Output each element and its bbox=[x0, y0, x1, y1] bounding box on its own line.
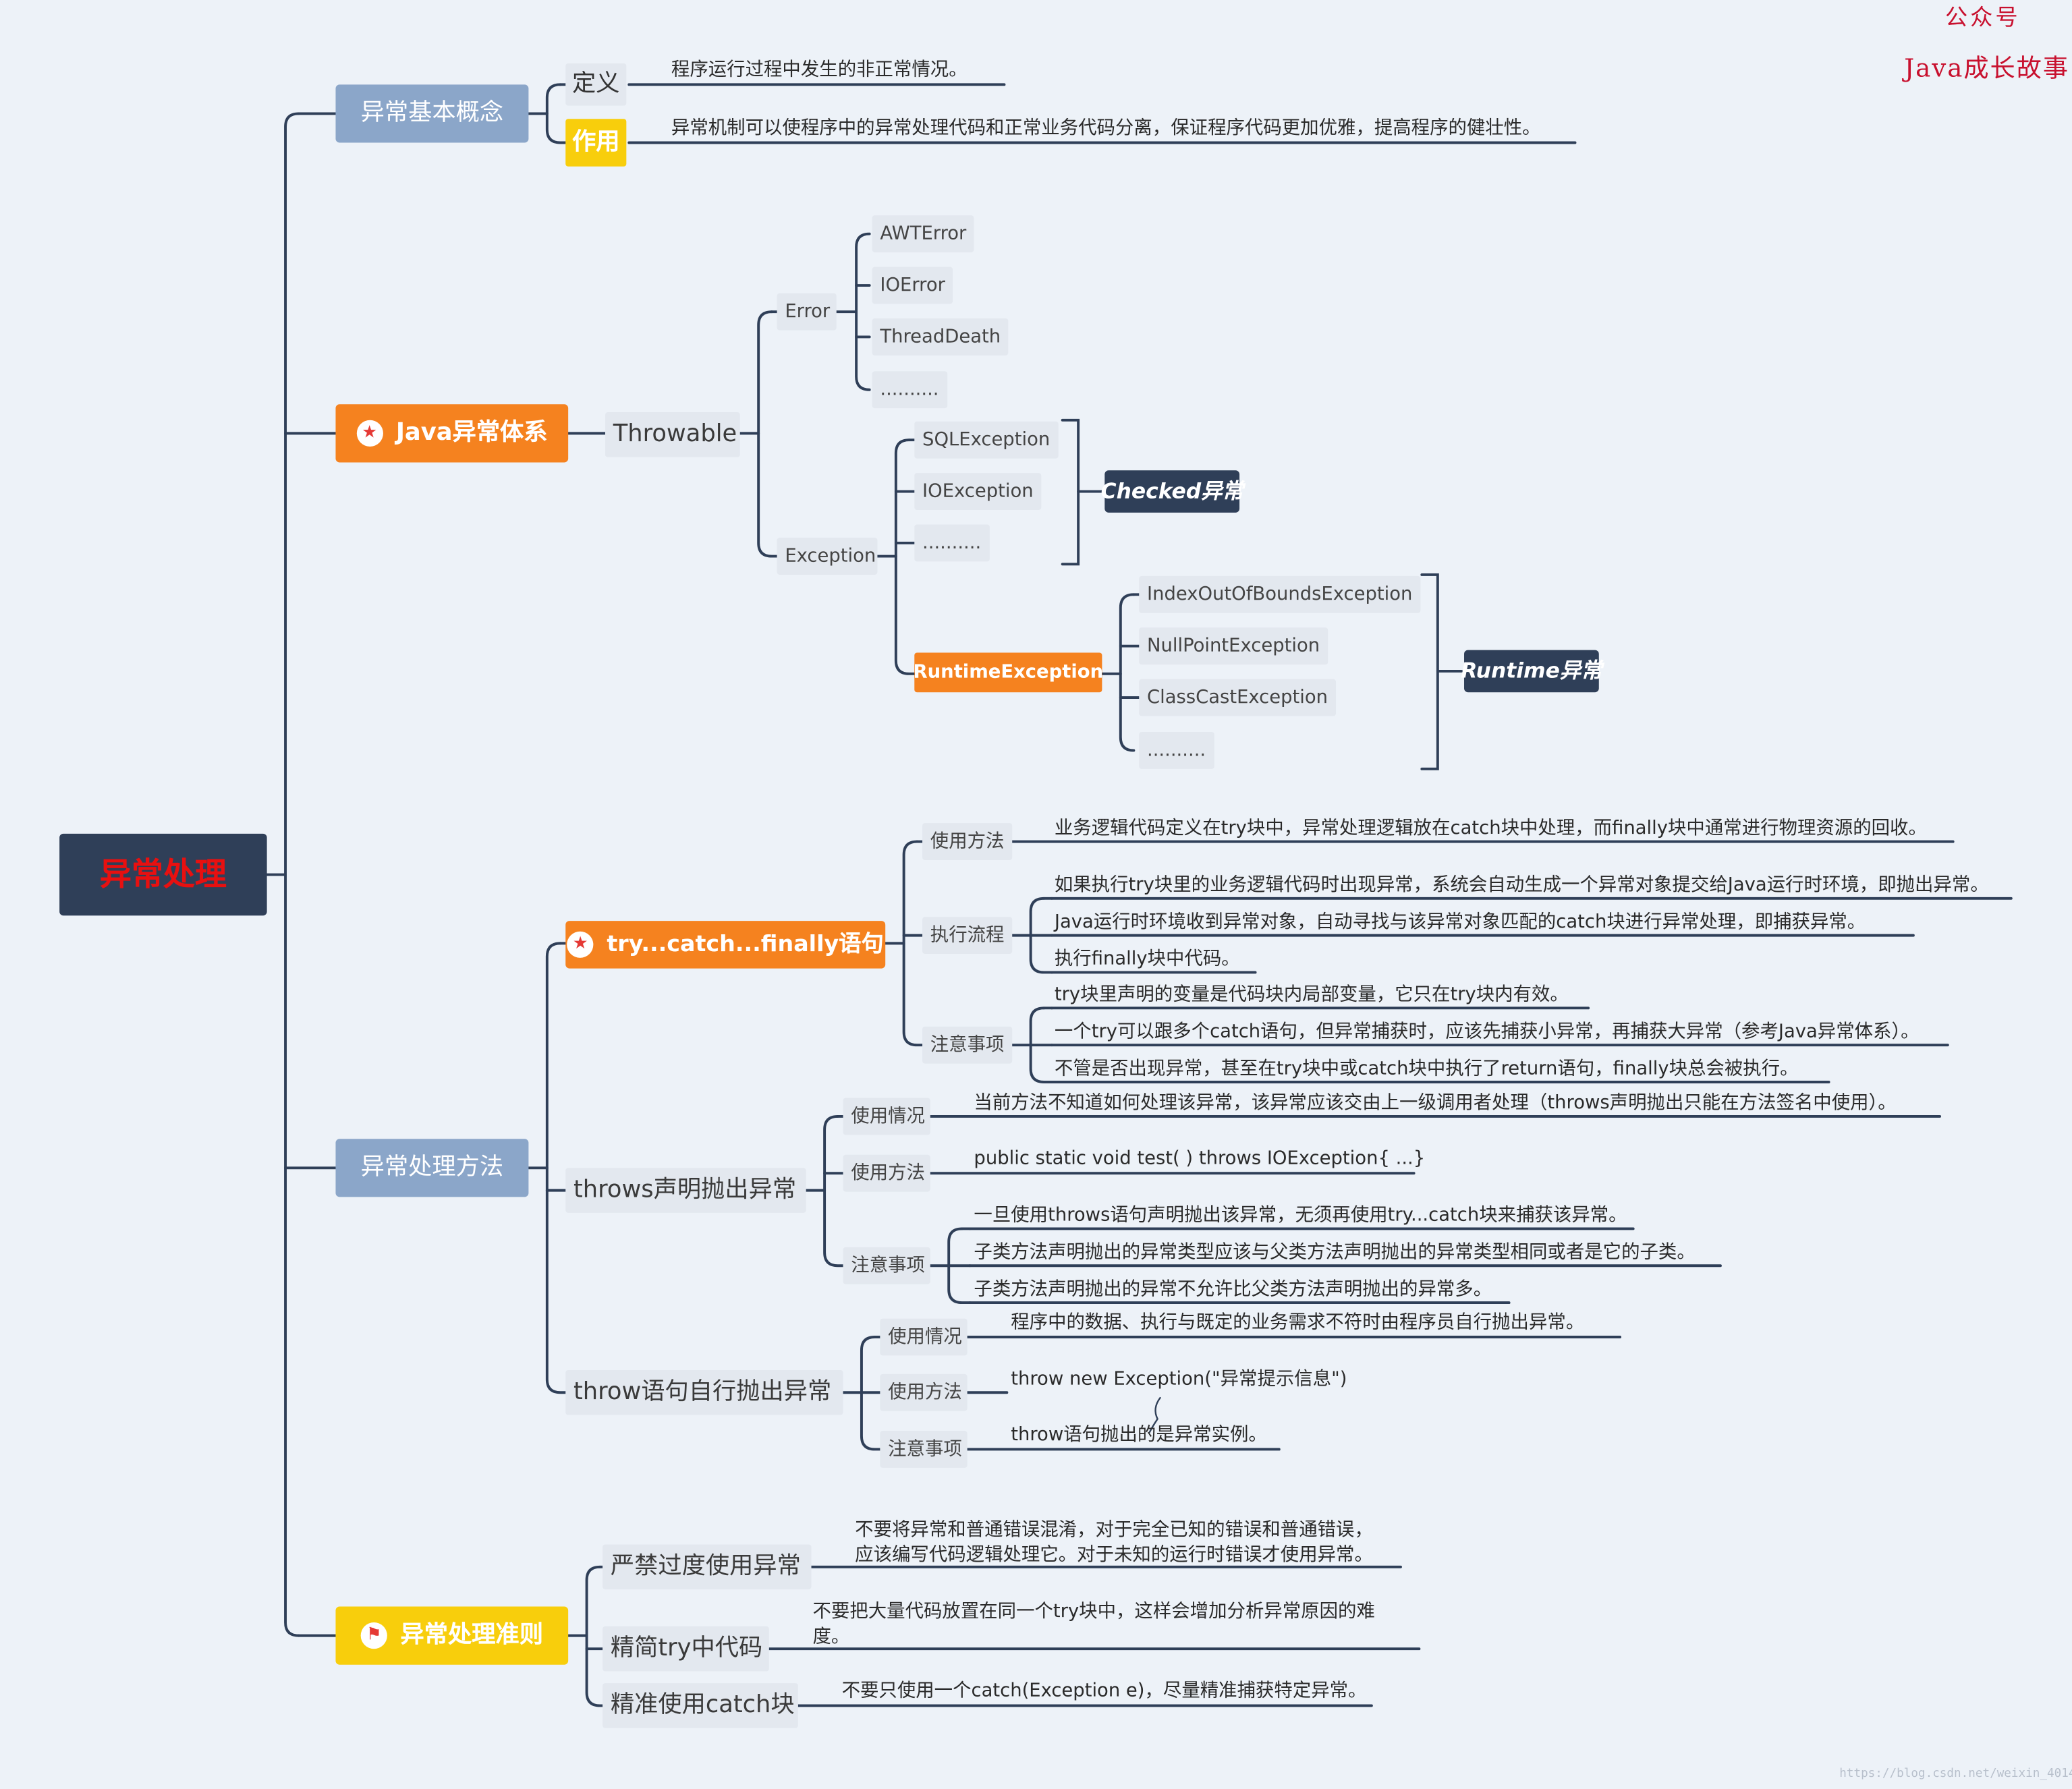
try-usage-label[interactable]: 使用方法 bbox=[922, 823, 1013, 860]
throw-when-label[interactable]: 使用情况 bbox=[880, 1318, 968, 1356]
star-icon: ★ bbox=[567, 931, 594, 958]
throw-notes-text: throw语句抛出的是异常实例。 bbox=[1011, 1424, 1267, 1446]
try-flow-text: Java运行时环境收到异常对象，自动寻找与该异常对象匹配的catch块进行异常处… bbox=[1054, 911, 1866, 933]
node-java-exception-system[interactable]: ★ Java异常体系 bbox=[335, 404, 569, 463]
try-notes-text: 一个try可以跟多个catch语句，但异常捕获时，应该先捕获小异常，再捕获大异常… bbox=[1054, 1021, 1920, 1043]
node-runtime-exception[interactable]: RuntimeException bbox=[914, 652, 1103, 693]
try-flow-label[interactable]: 执行流程 bbox=[922, 917, 1013, 955]
rule-text: 不要只使用一个catch(Exception e)，尽量精准捕获特定异常。 bbox=[841, 1680, 1367, 1702]
label-runtime-exception[interactable]: Runtime异常 bbox=[1461, 650, 1602, 693]
throw-usage-label[interactable]: 使用方法 bbox=[880, 1373, 968, 1411]
rule-node[interactable]: 精准使用catch块 bbox=[603, 1683, 798, 1728]
throws-usage-text: public static void test( ) throws IOExce… bbox=[974, 1147, 1426, 1170]
badge-purpose[interactable]: 作用 bbox=[565, 119, 627, 167]
root-node[interactable]: 异常处理 bbox=[59, 833, 267, 916]
throws-when-text: 当前方法不知道如何处理该异常，该异常应该交由上一级调用者处理（throws声明抛… bbox=[974, 1092, 1897, 1114]
rule-text: 不要将异常和普通错误混淆，对于完全已知的错误和普通错误，应该编写代码逻辑处理它。… bbox=[855, 1519, 1373, 1566]
try-notes-label[interactable]: 注意事项 bbox=[922, 1026, 1013, 1064]
badge-definition[interactable]: 定义 bbox=[565, 63, 627, 106]
node-handling-rules[interactable]: ⚑ 异常处理准则 bbox=[335, 1606, 569, 1665]
checked-item[interactable]: IOException bbox=[914, 473, 1042, 510]
node-basic-concepts[interactable]: 异常基本概念 bbox=[335, 84, 529, 143]
error-item[interactable]: IOError bbox=[872, 266, 953, 304]
runtime-item[interactable]: .......... bbox=[1139, 732, 1214, 769]
watermark-line1: 公众号 bbox=[1944, 5, 2021, 32]
checked-item[interactable]: SQLException bbox=[914, 421, 1058, 459]
throws-notes-text: 子类方法声明抛出的异常不允许比父类方法声明抛出的异常多。 bbox=[974, 1278, 1492, 1301]
node-handling-methods[interactable]: 异常处理方法 bbox=[335, 1139, 529, 1197]
runtime-item[interactable]: IndexOutOfBoundsException bbox=[1139, 575, 1421, 613]
rule-node[interactable]: 严禁过度使用异常 bbox=[603, 1544, 812, 1590]
runtime-item[interactable]: ClassCastException bbox=[1139, 679, 1336, 716]
flag-icon: ⚑ bbox=[360, 1622, 387, 1649]
checked-item[interactable]: .......... bbox=[914, 524, 989, 562]
try-flow-text: 如果执行try块里的业务逻辑代码时出现异常，系统会自动生成一个异常对象提交给Ja… bbox=[1054, 874, 1989, 896]
node-exception[interactable]: Exception bbox=[777, 538, 878, 575]
error-item[interactable]: AWTError bbox=[872, 215, 975, 253]
throws-notes-text: 一旦使用throws语句声明抛出该异常，无须再使用try...catch块来捕获… bbox=[974, 1205, 1627, 1226]
node-java-exception-system-label: Java异常体系 bbox=[395, 419, 548, 447]
throws-notes-label[interactable]: 注意事项 bbox=[843, 1247, 930, 1284]
runtime-item[interactable]: NullPointException bbox=[1139, 627, 1328, 665]
try-usage-text: 业务逻辑代码定义在try块中，异常处理逻辑放在catch块中处理，而finall… bbox=[1054, 818, 1927, 839]
text-purpose: 异常机制可以使程序中的异常处理代码和正常业务代码分离，保证程序代码更加优雅，提高… bbox=[671, 117, 1541, 139]
throw-when-text: 程序中的数据、执行与既定的业务需求不符时由程序员自行抛出异常。 bbox=[1011, 1311, 1585, 1334]
node-throwable[interactable]: Throwable bbox=[605, 412, 740, 457]
star-icon: ★ bbox=[356, 420, 383, 447]
watermark-line2: Java成长故事 bbox=[1904, 54, 2070, 84]
watermark-url: https://blog.csdn.net/weixin_40147724 bbox=[1839, 1767, 2072, 1782]
label-checked-exception[interactable]: Checked异常 bbox=[1101, 470, 1243, 513]
node-try-catch-finally-label: try...catch...finally语句 bbox=[607, 931, 884, 958]
rule-node[interactable]: 精简try中代码 bbox=[603, 1626, 769, 1672]
try-notes-text: try块里声明的变量是代码块内局部变量，它只在try块内有效。 bbox=[1054, 984, 1569, 1006]
node-try-catch-finally[interactable]: ★ try...catch...finally语句 bbox=[565, 921, 886, 969]
node-error[interactable]: Error bbox=[777, 293, 837, 331]
text-definition: 程序运行过程中发生的非正常情况。 bbox=[671, 59, 968, 81]
node-throw[interactable]: throw语句自行抛出异常 bbox=[565, 1369, 843, 1415]
throw-notes-label[interactable]: 注意事项 bbox=[880, 1431, 968, 1468]
try-flow-text: 执行finally块中代码。 bbox=[1054, 948, 1240, 970]
throws-notes-text: 子类方法声明抛出的异常类型应该与父类方法声明抛出的异常类型相同或者是它的子类。 bbox=[974, 1241, 1696, 1263]
throws-usage-label[interactable]: 使用方法 bbox=[843, 1154, 930, 1192]
node-throws[interactable]: throws声明抛出异常 bbox=[565, 1168, 806, 1213]
node-handling-rules-label: 异常处理准则 bbox=[400, 1621, 543, 1649]
throws-when-label[interactable]: 使用情况 bbox=[843, 1098, 930, 1135]
throw-usage-text: throw new Exception("异常提示信息") bbox=[1011, 1369, 1347, 1390]
try-notes-text: 不管是否出现异常，甚至在try块中或catch块中执行了return语句，fin… bbox=[1054, 1058, 1799, 1080]
error-item[interactable]: .......... bbox=[872, 371, 947, 409]
rule-text: 不要把大量代码放置在同一个try块中，这样会增加分析异常原因的难度。 bbox=[812, 1601, 1375, 1648]
error-item[interactable]: ThreadDeath bbox=[872, 318, 1009, 356]
